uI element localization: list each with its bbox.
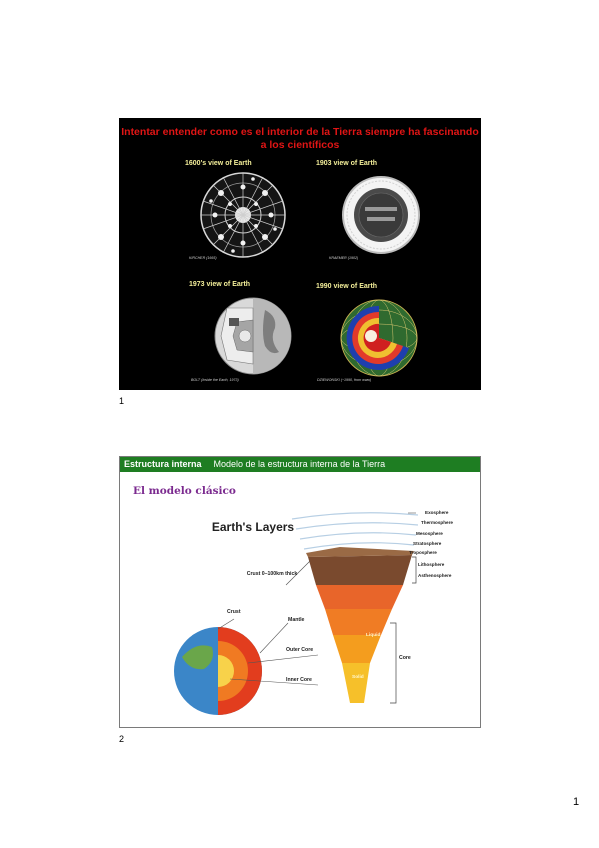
panel-1973-credit: BOLT (Inside the Earth, 1973)	[191, 378, 239, 382]
slide-1: Intentar entender como es el interior de…	[119, 118, 481, 390]
exosphere-label: Exosphere	[425, 510, 449, 515]
panel-1903-label: 1903 view of Earth	[316, 160, 378, 167]
panel-1600-label: 1600's view of Earth	[185, 160, 252, 167]
page-number: 1	[573, 796, 580, 808]
asthenosphere-label: Asthenosphere	[418, 573, 452, 578]
kircher-earth-image	[200, 172, 286, 258]
slide-2-header-bar: Estructura interna Modelo de la estructur…	[120, 457, 480, 472]
panel-1903-credit: KRAEMER (1902)	[329, 256, 359, 260]
slide-1-title: Intentar entender como es el interior de…	[121, 126, 479, 151]
lithosphere-label: Lithosphere	[418, 562, 445, 567]
core-label: Core	[399, 655, 411, 661]
outer-core-label: Outer Core	[286, 647, 314, 653]
panel-1600-credit: KIRCHER (1665)	[189, 256, 217, 260]
earth-layers-diagram	[174, 512, 419, 715]
earths-layers-title: Earth's Layers	[211, 520, 295, 534]
slide-2-subtitle: Modelo de la estructura interna de la Ti…	[213, 459, 386, 469]
troposphere-label: Troposphere	[409, 550, 437, 555]
stratosphere-label: Stratosphere	[413, 541, 442, 546]
slide-2: Estructura interna Modelo de la estructur…	[119, 456, 481, 728]
solid-label: Solid	[352, 675, 364, 680]
crust-thickness-note: Crust 0–100km thick	[246, 571, 298, 577]
thermosphere-label: Thermosphere	[421, 520, 453, 525]
kraemer-earth-image	[342, 176, 420, 254]
dziewonski-earth-image	[340, 299, 418, 377]
mesosphere-label: Mesosphere	[416, 531, 443, 536]
slide-2-number: 2	[119, 734, 125, 744]
crust-label: Crust	[227, 609, 241, 615]
liquid-label: Liquid	[366, 633, 381, 638]
mantle-label: Mantle	[288, 617, 305, 623]
slide-2-heading: El modelo clásico	[133, 485, 236, 497]
panel-1990-credit: DZIEWONSKI (~1990, from www)	[317, 378, 372, 382]
panel-1990-label: 1990 view of Earth	[316, 283, 378, 290]
bolt-earth-image	[214, 297, 292, 375]
panel-1973-label: 1973 view of Earth	[189, 281, 251, 288]
section-title: Estructura interna	[124, 459, 202, 469]
slide-1-number: 1	[119, 396, 125, 406]
inner-core-label: Inner Core	[286, 677, 312, 683]
